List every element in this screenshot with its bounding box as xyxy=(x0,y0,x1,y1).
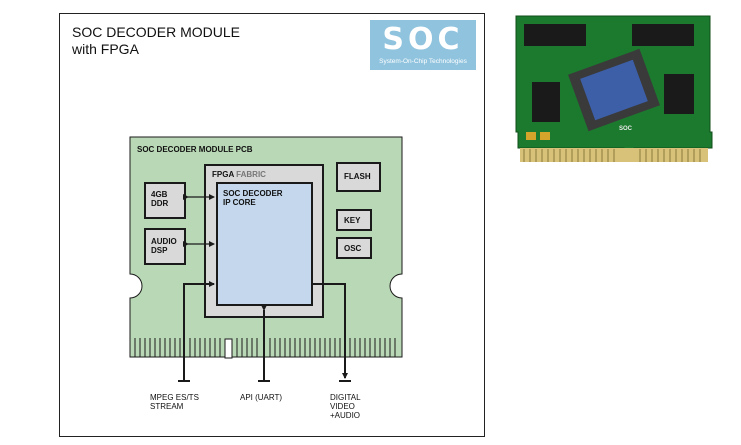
osc-label: OSC xyxy=(344,244,362,253)
video-label: DIGITAL VIDEO +AUDIO xyxy=(330,393,361,420)
video-output-line xyxy=(312,283,348,379)
ip-core-box xyxy=(216,182,313,306)
key-label: KEY xyxy=(344,216,361,225)
osc-block xyxy=(336,237,372,259)
soc-logo: SOC System-On-Chip Technologies xyxy=(370,20,476,70)
ip-core-label: SOC DECODER IP CORE xyxy=(223,189,283,207)
api-label: API (UART) xyxy=(240,393,283,402)
flash-block xyxy=(336,162,381,192)
audio-dsp-block xyxy=(144,228,186,265)
logo-text: SOC xyxy=(382,22,464,57)
flash-label: FLASH xyxy=(344,172,371,181)
fpga-label-light: FABRIC xyxy=(233,170,266,179)
edge-connector-pins xyxy=(134,338,396,357)
ddr-block xyxy=(144,182,186,219)
ddr-label: 4GB DDR xyxy=(151,190,169,208)
pcb-label: SOC DECODER MODULE PCB xyxy=(137,145,253,154)
fpga-label-bold: FPGA xyxy=(212,170,234,179)
mpeg-label: MPEG ES/TS STREAM xyxy=(150,393,199,411)
module-photo: SOC xyxy=(514,12,714,167)
audio-dsp-label: AUDIO DSP xyxy=(151,237,177,255)
fpga-label: FPGA FABRIC xyxy=(212,170,266,179)
logo-subtitle: System-On-Chip Technologies xyxy=(379,58,467,65)
diagram-title: SOC DECODER MODULE with FPGA xyxy=(72,24,241,57)
connector-key-slot xyxy=(224,338,233,359)
mpeg-stream-line xyxy=(183,281,215,381)
key-block xyxy=(336,209,372,231)
board-silkscreen: SOC xyxy=(619,126,633,132)
